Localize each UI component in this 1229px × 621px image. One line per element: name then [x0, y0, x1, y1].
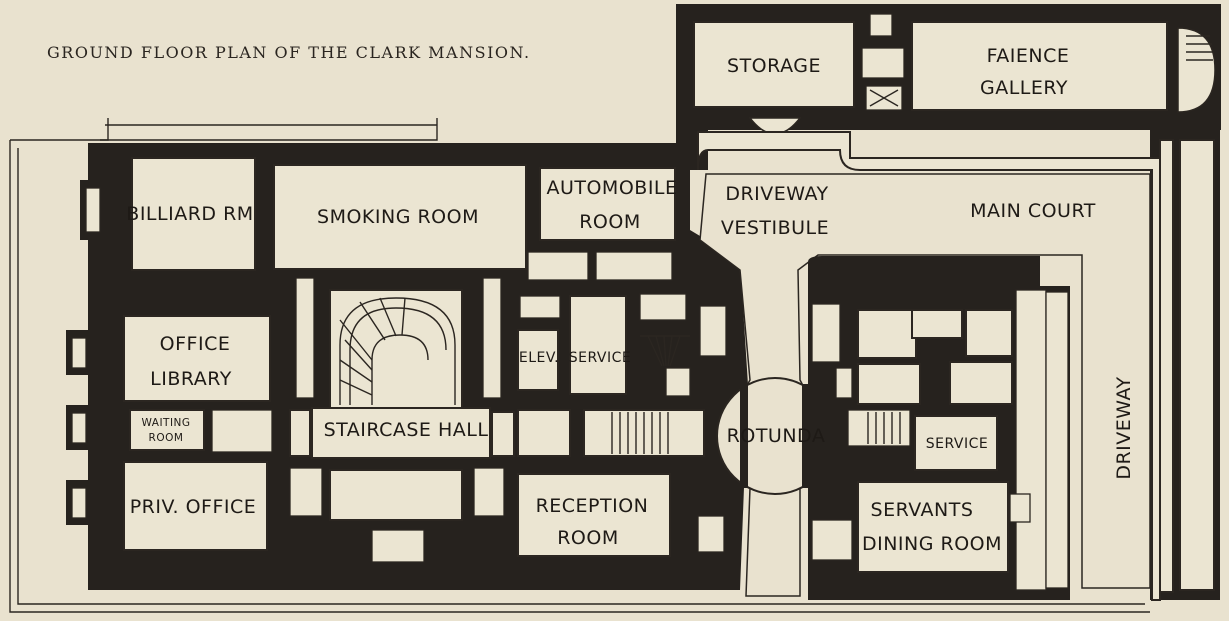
label-rotunda: ROTUNDA	[727, 425, 826, 447]
upper-annex	[676, 4, 1221, 170]
label-smoking-room: SMOKING ROOM	[317, 206, 479, 228]
label-office-library-line2: LIBRARY	[150, 368, 232, 390]
label-driveway-vestibule-line1: DRIVEWAY	[725, 183, 828, 205]
label-storage: STORAGE	[727, 55, 821, 77]
site-outline	[9, 118, 1150, 613]
label-waiting-line2: ROOM	[149, 432, 184, 444]
label-elevator: ELEV.	[519, 350, 559, 366]
label-faience-line1: FAIENCE	[987, 45, 1070, 67]
west-rooms	[123, 157, 727, 563]
label-waiting-line1: WAITING	[141, 417, 190, 429]
label-servants-line1: SERVANTS	[871, 499, 974, 521]
label-service-right: SERVICE	[926, 436, 989, 452]
label-driveway-vestibule-line2: VESTIBULE	[721, 217, 829, 239]
west-bays	[66, 180, 106, 525]
label-main-court: MAIN COURT	[970, 200, 1096, 222]
east-block	[808, 256, 1070, 600]
label-faience-line2: GALLERY	[980, 77, 1068, 99]
room-labels: STORAGE FAIENCE GALLERY BILLIARD RM SMOK…	[126, 45, 1135, 555]
label-service-upper: SERVICE	[569, 350, 632, 366]
label-driveway: DRIVEWAY	[1113, 376, 1135, 479]
label-automobile-line2: ROOM	[579, 211, 641, 233]
label-office-library-line1: OFFICE	[160, 333, 231, 355]
plan-title: GROUND FLOOR PLAN OF THE CLARK MANSION.	[47, 43, 531, 62]
label-billiard-room: BILLIARD RM	[126, 203, 253, 225]
label-reception-line1: RECEPTION	[536, 495, 649, 517]
label-staircase-hall: STAIRCASE HALL	[324, 419, 489, 441]
label-servants-line2: DINING ROOM	[862, 533, 1002, 555]
label-private-office: PRIV. OFFICE	[130, 496, 257, 518]
label-reception-line2: ROOM	[557, 527, 619, 549]
label-automobile-line1: AUTOMOBILE	[546, 177, 677, 199]
